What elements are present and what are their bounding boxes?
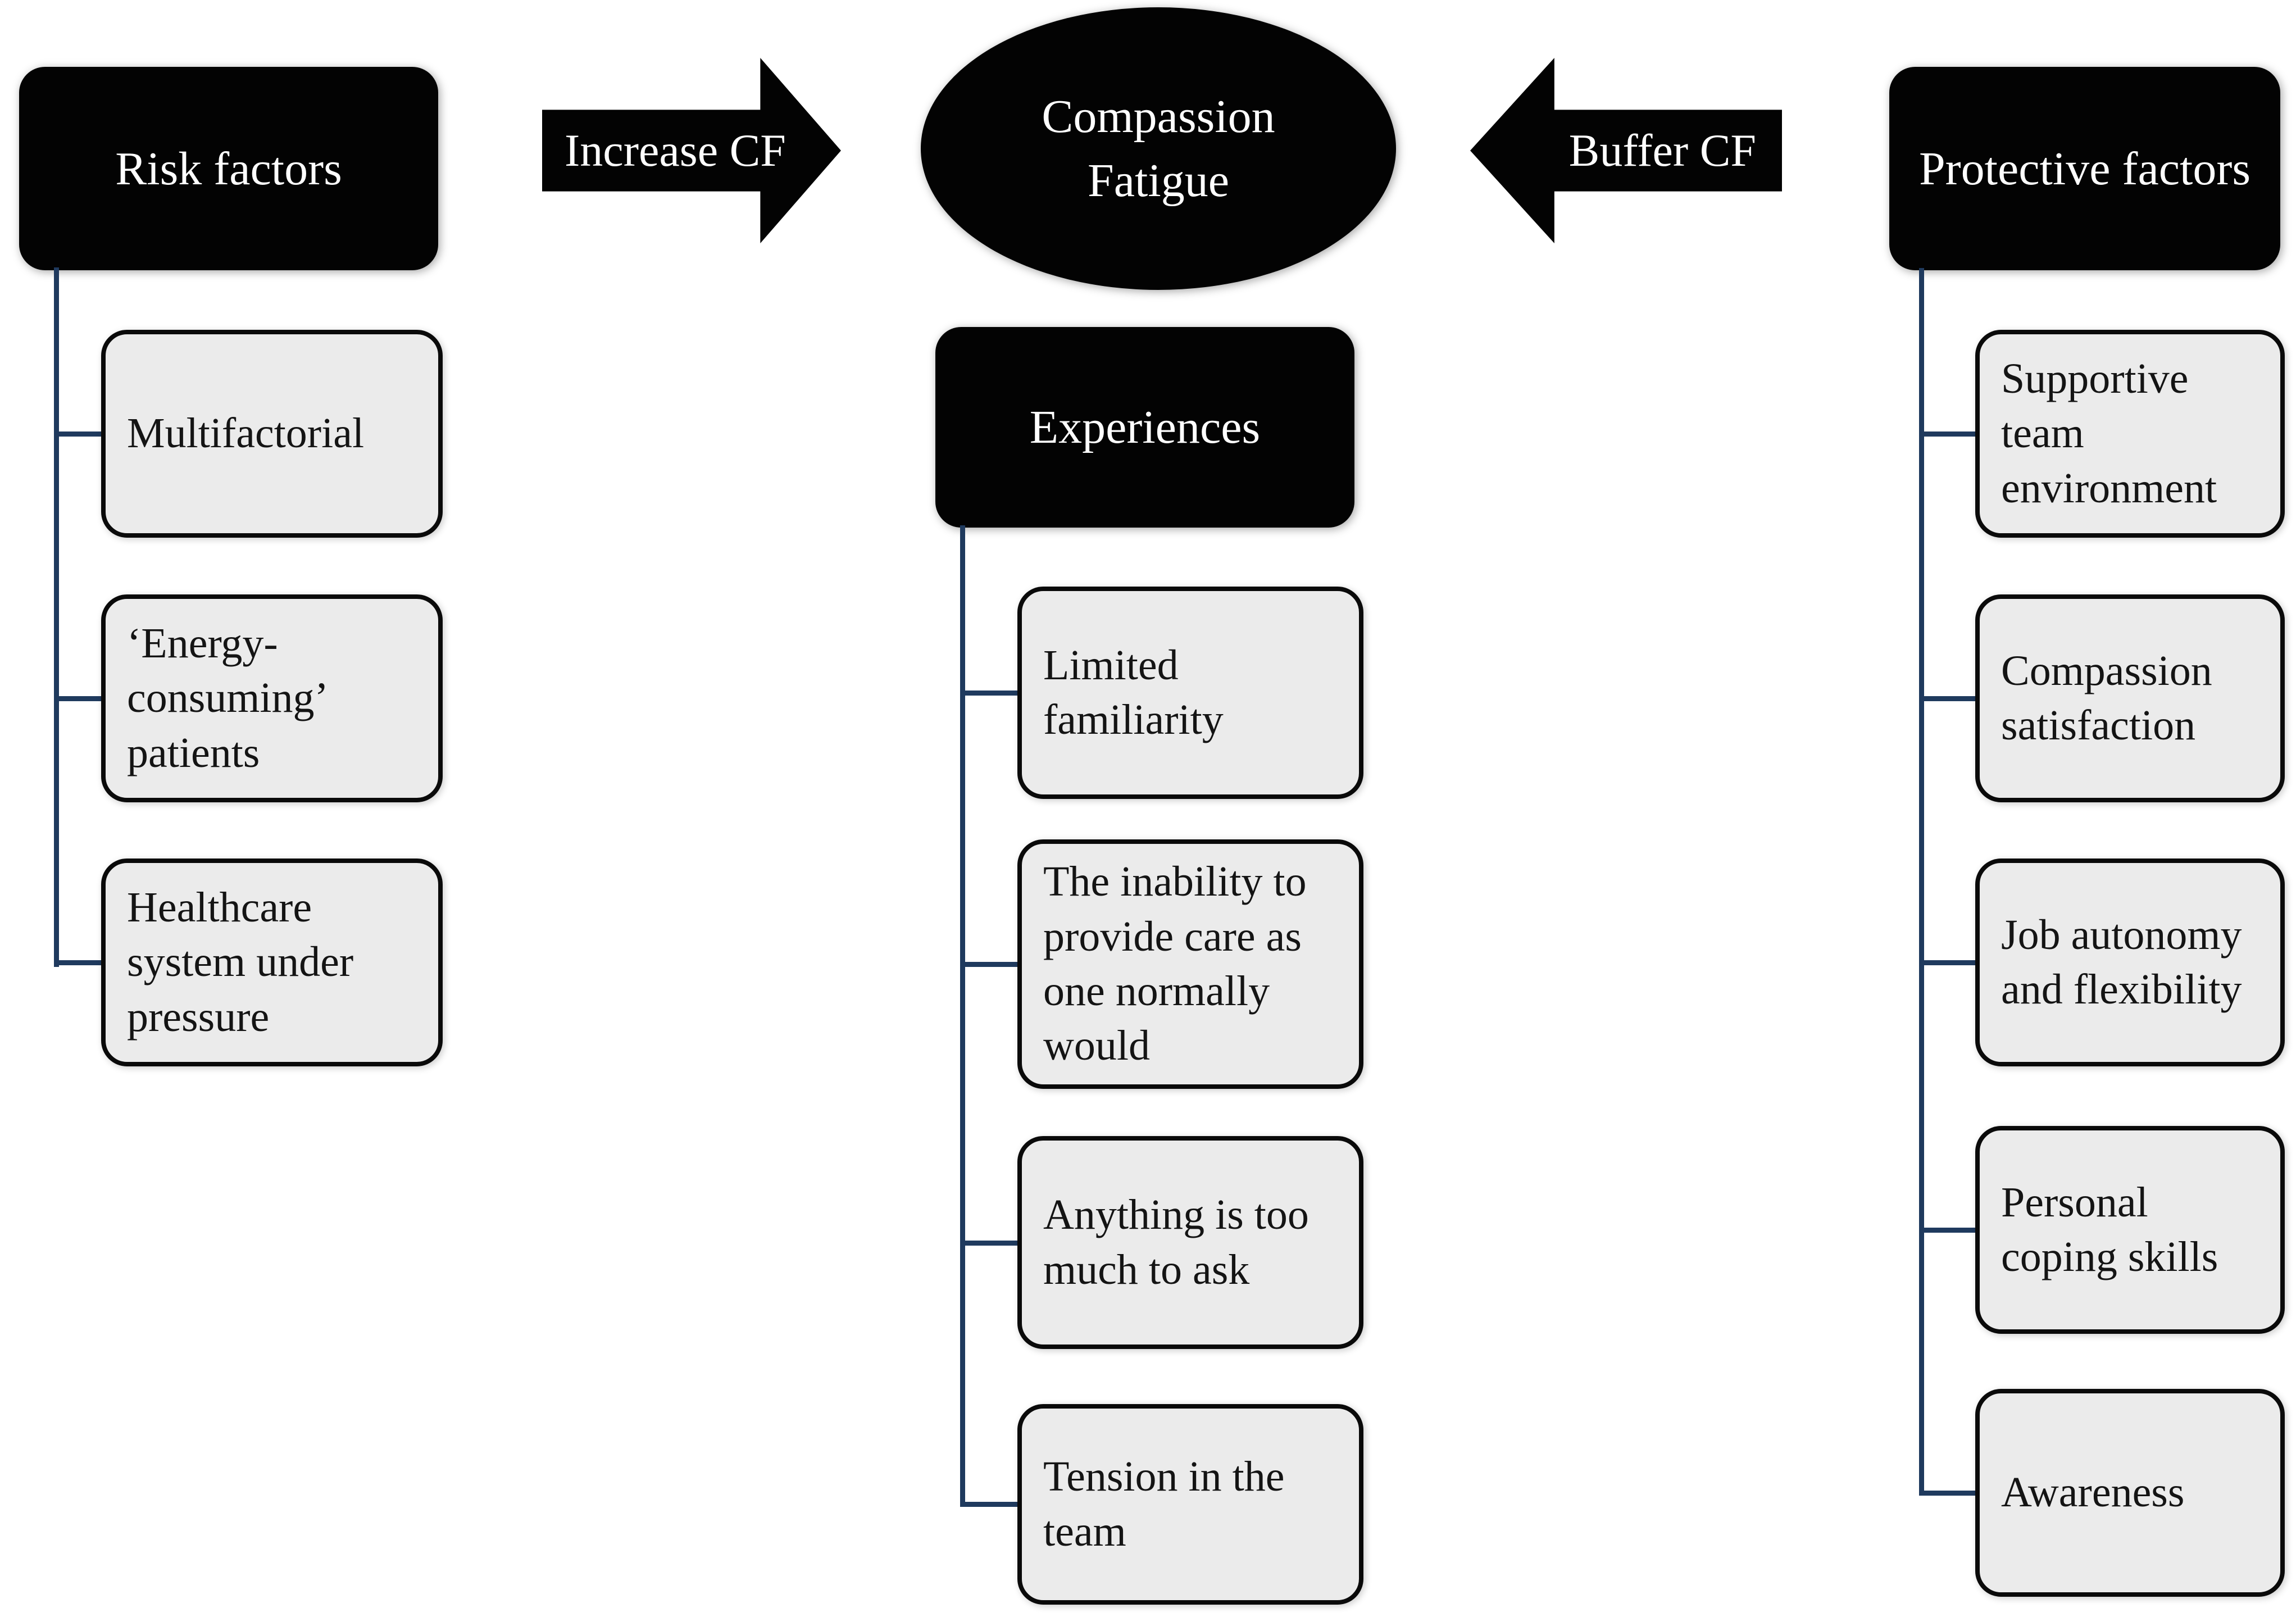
risk-factors-header-label: Risk factors — [115, 142, 342, 195]
protective-item-awareness: Awareness — [1975, 1389, 2285, 1597]
buffer-cf-arrow: Buffer CF — [1470, 58, 1782, 243]
experience-item-limited-familiarity: Limited familiarity — [1017, 587, 1363, 799]
risk-item-label: Healthcare system under pressure — [127, 884, 354, 1041]
experiences-connector-branch — [960, 691, 1017, 696]
protective-connector-branch — [1919, 696, 1975, 701]
experiences-header-label: Experiences — [1029, 401, 1261, 453]
increase-cf-label: Increase CF — [565, 125, 786, 176]
experience-item-tension-in-the-team: Tension in the team — [1017, 1404, 1363, 1605]
experience-item-label: Limited familiarity — [1043, 641, 1224, 743]
protective-connector-branch — [1919, 1491, 1975, 1496]
risk-connector-branch — [54, 696, 106, 701]
protective-item-personal-coping-skills: Personal coping skills — [1975, 1126, 2285, 1334]
protective-item-label: Supportive team environment — [2001, 355, 2217, 512]
buffer-cf-label: Buffer CF — [1568, 125, 1756, 176]
protective-factors-header-label: Protective factors — [1918, 142, 2251, 195]
experience-item-anything-too-much-to-ask: Anything is too much to ask — [1017, 1136, 1363, 1349]
protective-item-label: Job autonomy and flexibility — [2001, 911, 2242, 1013]
protective-item-job-autonomy-and-flexibility: Job autonomy and flexibility — [1975, 859, 2285, 1066]
risk-item-multifactorial: Multifactorial — [101, 330, 443, 538]
protective-item-compassion-satisfaction: Compassion satisfaction — [1975, 594, 2285, 802]
risk-connector-branch — [54, 431, 106, 437]
risk-item-label: ‘Energy-consuming’ patients — [127, 620, 326, 776]
experiences-connector-branch — [960, 1241, 1017, 1246]
risk-item-healthcare-system-under-pressure: Healthcare system under pressure — [101, 859, 443, 1066]
protective-connector-branch — [1919, 431, 1975, 437]
experiences-header: Experiences — [935, 327, 1354, 528]
protective-item-label: Personal coping skills — [2001, 1178, 2218, 1280]
experience-item-label: The inability to provide care as one nor… — [1043, 858, 1307, 1070]
compassion-fatigue-label: Compassion Fatigue — [1042, 90, 1275, 207]
increase-cf-arrow: Increase CF — [542, 58, 841, 243]
experience-item-inability-to-provide-care: The inability to provide care as one nor… — [1017, 839, 1363, 1089]
protective-factors-header: Protective factors — [1889, 67, 2280, 270]
protective-connector-branch — [1919, 1228, 1975, 1233]
risk-connector-branch — [54, 960, 106, 965]
experiences-connector-branch — [960, 1502, 1017, 1507]
risk-item-label: Multifactorial — [127, 410, 365, 457]
risk-item-energy-consuming-patients: ‘Energy-consuming’ patients — [101, 594, 443, 802]
compassion-fatigue-node: Compassion Fatigue — [921, 7, 1396, 290]
protective-item-supportive-team-environment: Supportive team environment — [1975, 330, 2285, 538]
experiences-connector-trunk — [960, 525, 965, 1507]
protective-connector-branch — [1919, 960, 1975, 965]
experience-item-label: Tension in the team — [1043, 1453, 1285, 1555]
risk-factors-header: Risk factors — [19, 67, 438, 270]
risk-connector-trunk — [54, 267, 59, 967]
experience-item-label: Anything is too much to ask — [1043, 1191, 1309, 1293]
protective-connector-trunk — [1919, 268, 1924, 1496]
protective-item-label: Awareness — [2001, 1469, 2185, 1516]
experiences-connector-branch — [960, 962, 1017, 967]
protective-item-label: Compassion satisfaction — [2001, 647, 2212, 749]
